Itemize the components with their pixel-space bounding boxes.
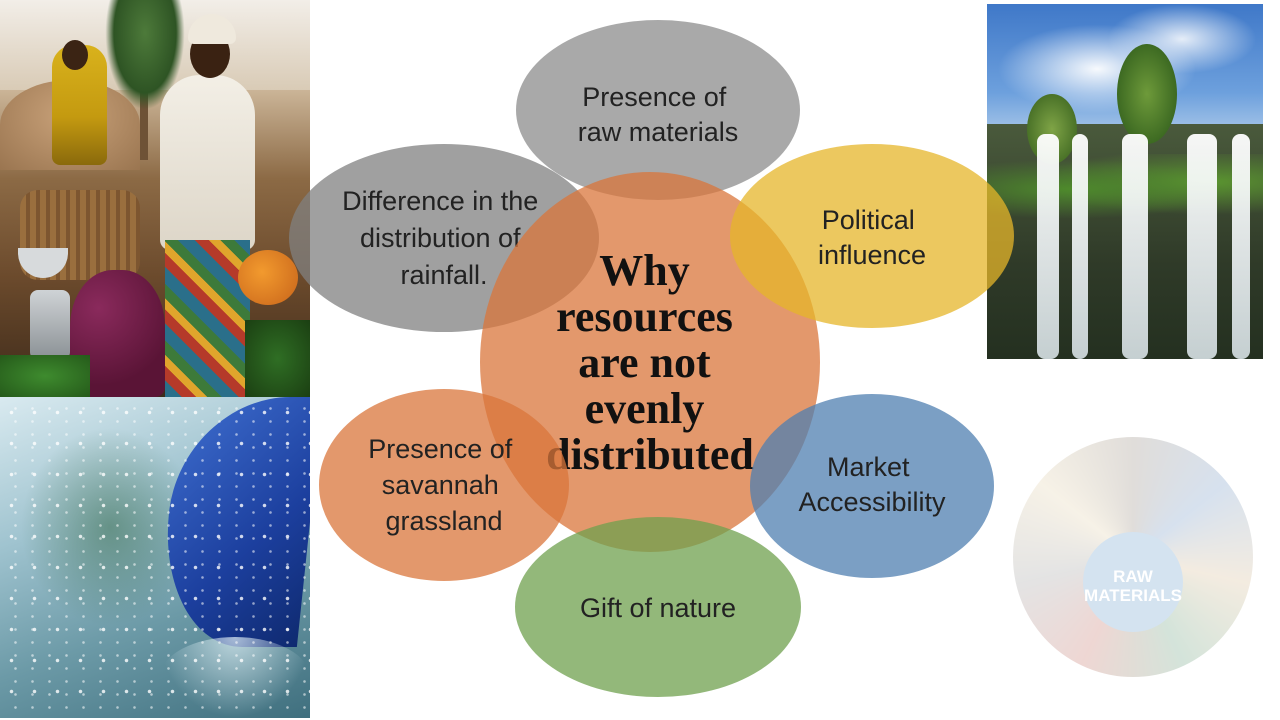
center-label-line: resources <box>556 292 733 341</box>
factor-circle <box>750 394 994 578</box>
factor-label-line: savannah <box>382 470 499 500</box>
factor-circle <box>515 517 801 697</box>
waterfall-stream <box>1232 134 1250 359</box>
center-label-line: evenly <box>585 384 705 433</box>
materials-ring <box>1013 437 1253 677</box>
factor-label-line: Accessibility <box>798 487 946 517</box>
factor-label-line: Market <box>827 452 910 482</box>
raw-materials-logo: RAW MATERIALS <box>1005 432 1260 712</box>
factor-label-line: distribution of <box>360 223 521 253</box>
factor-circle <box>730 144 1014 328</box>
factor-label-line: Presence of <box>582 82 727 112</box>
factor-label: Difference in the distribution of rainfa… <box>342 186 546 290</box>
oranges <box>238 250 298 305</box>
waterfall-stream <box>1072 134 1088 359</box>
rain-umbrella-photo <box>0 397 310 718</box>
factor-label: Political influence <box>818 205 926 270</box>
center-circle <box>480 172 820 552</box>
weighing-scale <box>30 290 70 360</box>
factor-circle <box>516 20 800 200</box>
patterned-skirt <box>165 240 250 397</box>
tree <box>1117 44 1177 144</box>
vegetables <box>245 320 310 397</box>
factor-gift: Gift of nature <box>515 517 801 697</box>
factor-savannah: Presence of savannah grassland <box>319 389 569 581</box>
vendor-head <box>62 40 88 70</box>
raindrops <box>0 397 310 718</box>
vegetables <box>0 355 90 397</box>
factor-market: Market Accessibility <box>750 394 994 578</box>
factor-label: Presence of raw materials <box>578 82 739 147</box>
factor-label: Presence of savannah grassland <box>368 434 520 536</box>
factor-label-line: grassland <box>385 506 502 536</box>
factor-label: Market Accessibility <box>798 452 946 517</box>
center-label-line: are not <box>578 338 711 387</box>
logo-label-line: MATERIALS <box>1084 586 1182 605</box>
waterfall-stream <box>1187 134 1217 359</box>
waterfall-stream <box>1037 134 1059 359</box>
waterfall-stream <box>1122 134 1148 359</box>
waterfall-photo <box>987 4 1263 359</box>
factor-circle <box>319 389 569 581</box>
factor-label-line: raw materials <box>578 117 739 147</box>
factor-label-line: Political <box>822 205 915 235</box>
logo-label-line: RAW <box>1113 567 1153 586</box>
logo-label: RAW MATERIALS <box>1083 567 1183 605</box>
center-label: Why resources are not evenly distributed <box>546 246 754 479</box>
factor-political: Political influence <box>730 144 1014 328</box>
factor-label-line: influence <box>818 240 926 270</box>
vendor-woman-white <box>160 75 255 250</box>
factor-label-line: Difference in the <box>342 186 538 216</box>
factor-raw-materials: Presence of raw materials <box>516 20 800 200</box>
logo-center <box>1083 532 1183 632</box>
factor-label-line: rainfall. <box>400 260 487 290</box>
market-photo <box>0 0 310 397</box>
factor-label: Gift of nature <box>580 593 736 623</box>
center-label-line: distributed <box>546 430 754 479</box>
center-topic: Why resources are not evenly distributed <box>480 172 820 552</box>
center-label-line: Why <box>599 246 689 295</box>
factor-label-line: Presence of <box>368 434 513 464</box>
factor-label-line: Gift of nature <box>580 593 736 623</box>
